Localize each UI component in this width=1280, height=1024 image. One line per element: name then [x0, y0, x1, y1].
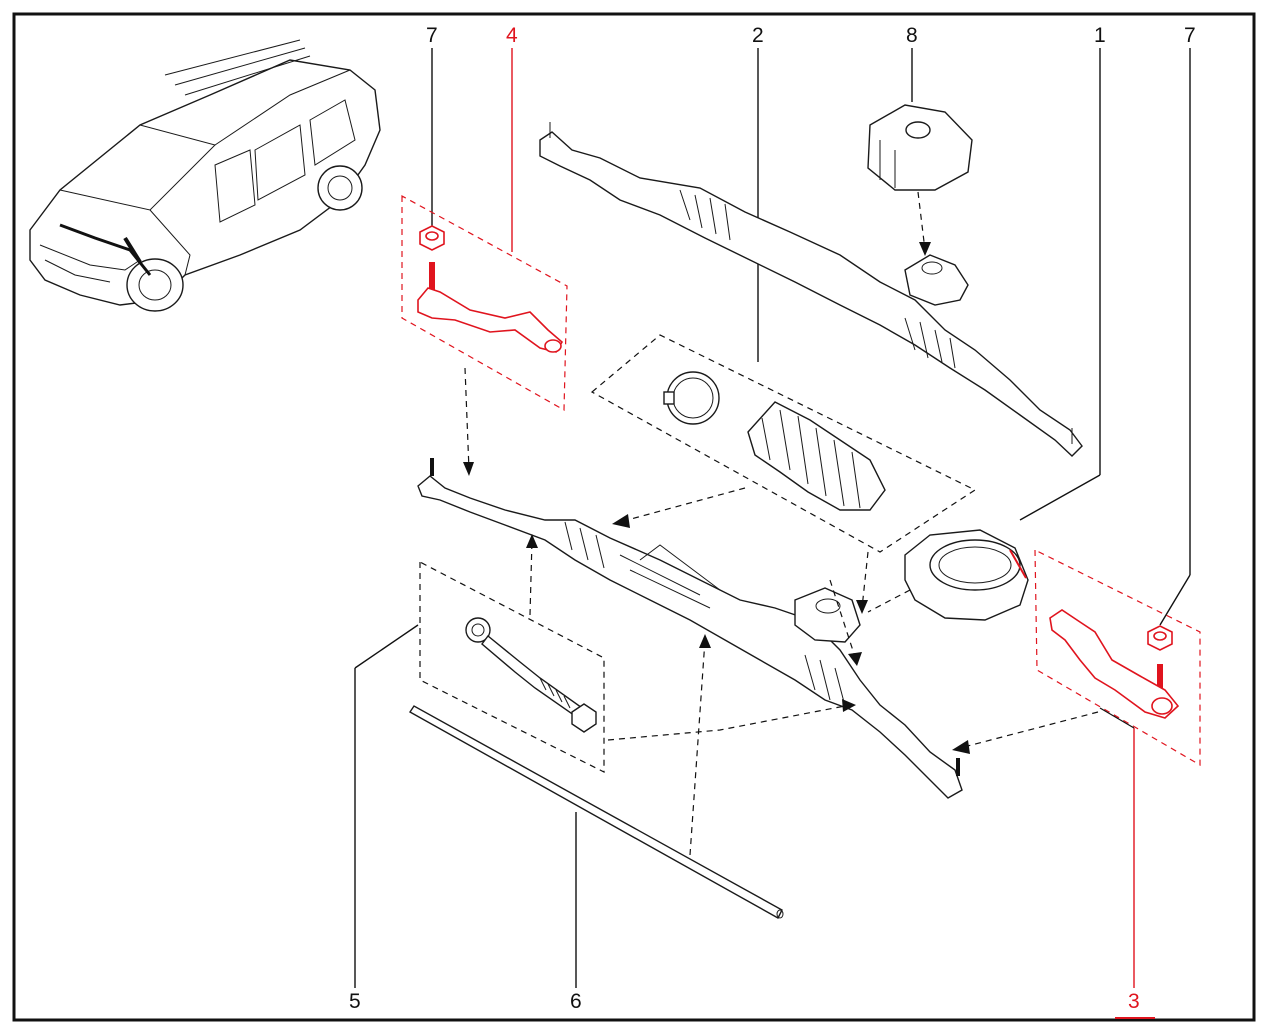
assembled-steering-rack: [539, 122, 1083, 457]
label-7-right: 7: [1184, 24, 1196, 47]
tie-rod-end-right-socket: [1151, 697, 1173, 715]
clamp-ring: [663, 371, 720, 425]
rack-bar: [408, 705, 783, 919]
nut-right: [1147, 625, 1173, 651]
arrow-left-tie-rod: [464, 367, 470, 471]
label-1: 1: [1094, 24, 1106, 47]
nut-left: [419, 225, 445, 251]
arrow-8: [917, 191, 926, 251]
tie-rod-end-left-box: [401, 194, 568, 412]
label-5: 5: [349, 990, 361, 1013]
label-7-left: 7: [426, 24, 438, 47]
inner-tie-rod: [465, 617, 597, 733]
label-4: 4: [506, 24, 518, 47]
tie-rod-end-right-box: [1034, 549, 1201, 767]
label-8: 8: [906, 24, 918, 47]
tie-rod-end-left: [417, 287, 564, 353]
rack-boot: [747, 401, 886, 511]
label-2: 2: [752, 24, 764, 47]
label-3: 3: [1128, 990, 1140, 1013]
steering-rack-main: [417, 458, 963, 799]
part-8-cap: [867, 104, 973, 191]
arrow-right-tie-rod: [959, 711, 1099, 749]
tie-rod-end-right: [1049, 609, 1180, 719]
part-2-box: [590, 334, 977, 553]
arrow-boot: [619, 487, 746, 523]
vehicle-illustration: [29, 39, 381, 312]
tie-rod-end-left-socket: [544, 339, 562, 353]
part-1-housing: [904, 529, 1029, 621]
label-6: 6: [570, 990, 582, 1013]
diagram-border: [12, 12, 1256, 1022]
part-5-box: [419, 561, 605, 773]
